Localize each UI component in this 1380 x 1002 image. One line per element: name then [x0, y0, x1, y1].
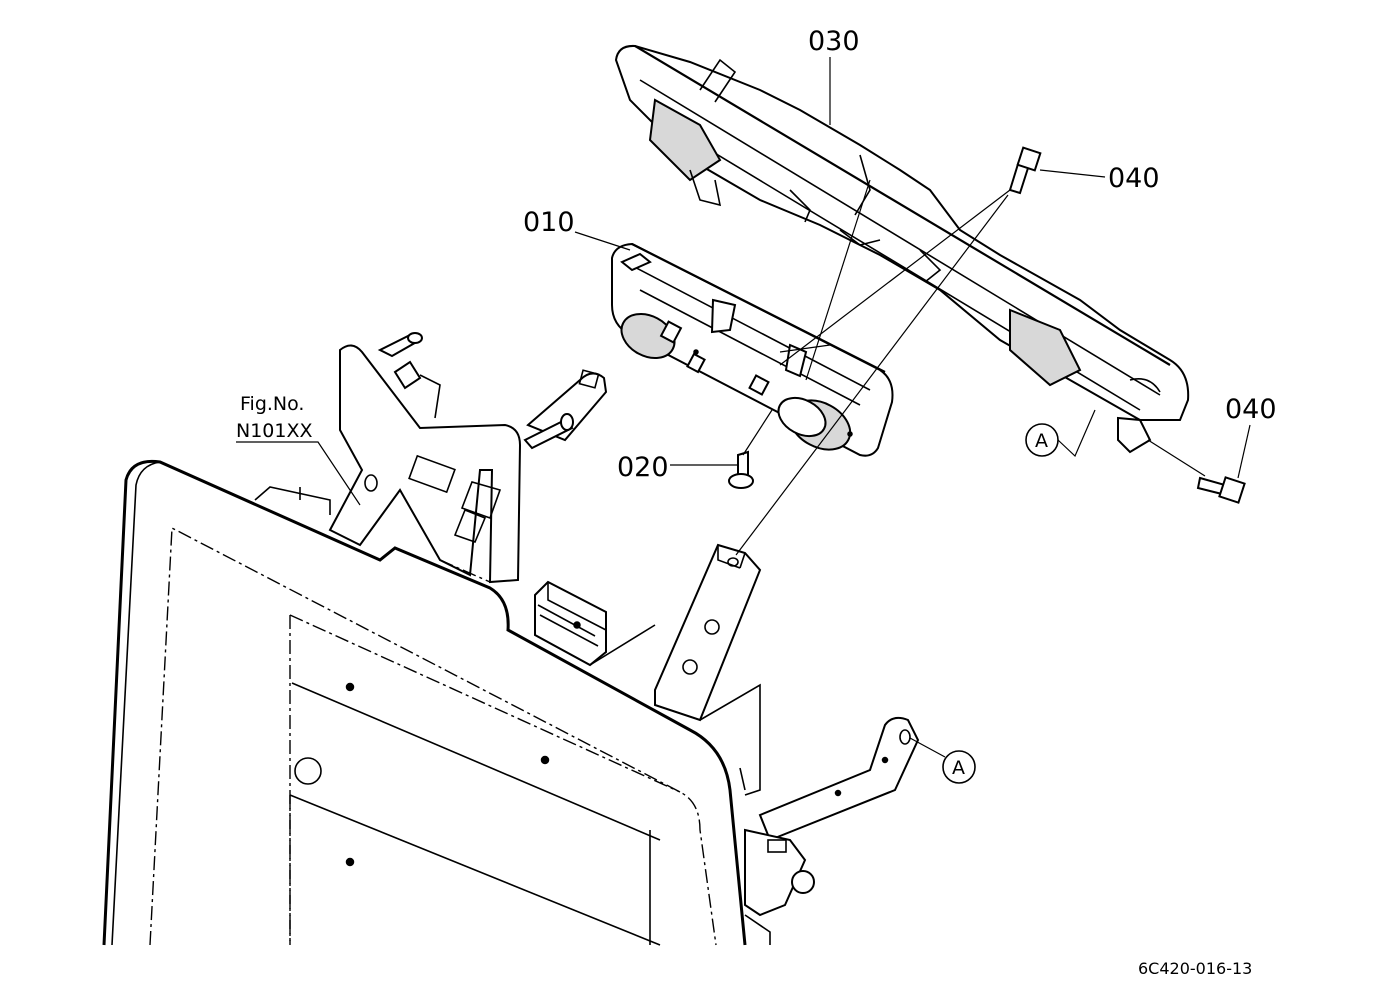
callout-a-upper: A	[1025, 423, 1059, 457]
part-040-bolt-lower	[1196, 476, 1246, 504]
part-010-instrument-cluster	[611, 242, 894, 457]
fig-ref-line2: N101XX	[236, 420, 313, 442]
label-010: 010	[523, 207, 575, 238]
callout-a-lower-text: A	[952, 757, 965, 779]
part-040-bolt-upper	[1008, 146, 1042, 195]
left-bracket	[328, 332, 608, 584]
fig-ref-line1: Fig.No.	[240, 393, 304, 415]
callout-a-upper-text: A	[1035, 430, 1048, 452]
part-020-screw	[728, 450, 754, 489]
lower-right-arm	[744, 716, 920, 945]
leader-lines	[236, 57, 1251, 506]
label-020: 020	[617, 452, 669, 483]
part-030-front-cover	[614, 44, 1190, 454]
drawing-number: 6C420-016-13	[1138, 959, 1252, 978]
center-plate-stack	[534, 580, 656, 667]
right-support-strip	[654, 543, 762, 796]
label-030: 030	[808, 26, 860, 57]
callout-a-lower: A	[942, 750, 976, 784]
label-040-upper: 040	[1108, 163, 1160, 194]
assembly-lines	[735, 179, 1206, 758]
label-040-lower: 040	[1225, 394, 1277, 425]
front-panel-frame	[102, 459, 747, 946]
